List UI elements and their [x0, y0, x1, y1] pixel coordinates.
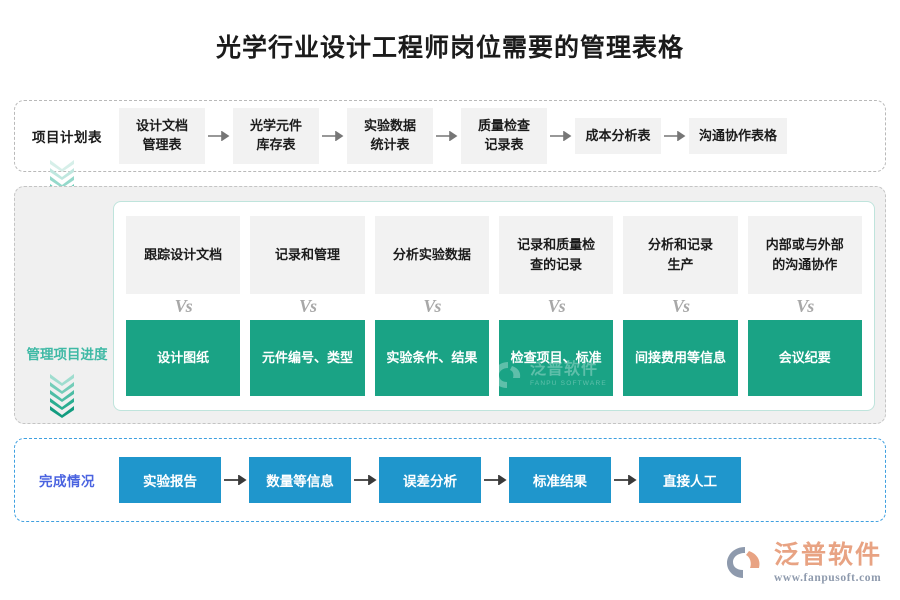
vs-divider-2: Vs	[298, 296, 317, 317]
vs-task-5[interactable]: 分析和记录 生产	[623, 216, 738, 294]
vs-task-2[interactable]: 记录和管理	[250, 216, 365, 294]
row-label-completion-status: 完成情况	[39, 474, 95, 489]
panel-manage-progress: 管理项目进度 跟踪设计文档 Vs 设计图纸 记录和管理 Vs 元件编号、类型 分…	[14, 186, 886, 424]
completion-flow: 实验报告 数量等信息 误差分析 标准结果 直接人工	[119, 457, 885, 503]
vs-output-4[interactable]: 检查项目、标准	[498, 319, 614, 396]
plan-step-2[interactable]: 光学元件 库存表	[233, 108, 319, 164]
vs-divider-4: Vs	[547, 296, 566, 317]
vs-task-3[interactable]: 分析实验数据	[374, 216, 489, 294]
vs-column-4: 记录和质量检 查的记录 Vs 检查项目、标准	[498, 216, 614, 396]
chevron-down-icon	[50, 168, 74, 180]
arrow-right-icon	[351, 475, 379, 485]
vs-divider-6: Vs	[796, 296, 814, 317]
vs-divider-1: Vs	[174, 296, 193, 317]
chevron-down-icon	[50, 176, 74, 188]
arrow-right-icon	[319, 131, 347, 141]
page-title: 光学行业设计工程师岗位需要的管理表格	[215, 34, 684, 62]
chevron-down-stack-lower	[47, 374, 77, 418]
done-step-3[interactable]: 误差分析	[379, 457, 481, 503]
row-label-project-plan: 项目计划表	[32, 130, 102, 145]
arrow-right-icon	[547, 131, 575, 141]
vs-output-1[interactable]: 设计图纸	[126, 319, 241, 396]
vs-task-4[interactable]: 记录和质量检 查的记录	[498, 216, 614, 294]
brand-logo: 泛普软件 www.fanpusoft.com	[725, 540, 882, 585]
done-step-5[interactable]: 直接人工	[639, 457, 741, 503]
chevron-down-icon	[50, 390, 74, 402]
panel-completion-status: 完成情况 实验报告 数量等信息 误差分析 标准结果 直接人工	[14, 438, 886, 522]
arrow-right-icon	[481, 475, 509, 485]
arrow-right-icon	[221, 475, 249, 485]
plan-step-5[interactable]: 成本分析表	[575, 117, 661, 155]
vs-task-6[interactable]: 内部或与外部 的沟通协作	[747, 216, 862, 294]
plan-step-3[interactable]: 实验数据 统计表	[347, 108, 433, 164]
brand-name: 泛普软件	[773, 540, 882, 569]
arrow-right-icon	[661, 131, 689, 141]
arrow-right-icon	[205, 131, 233, 141]
brand-text: 泛普软件 www.fanpusoft.com	[773, 540, 882, 585]
vs-output-5[interactable]: 间接费用等信息	[623, 319, 738, 396]
vs-column-3: 分析实验数据 Vs 实验条件、结果	[374, 216, 489, 396]
vs-output-2[interactable]: 元件编号、类型	[250, 319, 365, 396]
vs-grid: 跟踪设计文档 Vs 设计图纸 记录和管理 Vs 元件编号、类型 分析实验数据 V…	[114, 202, 874, 410]
vs-column-5: 分析和记录 生产 Vs 间接费用等信息	[623, 216, 738, 396]
row-label-manage-progress: 管理项目进度	[26, 347, 108, 362]
plan-step-4[interactable]: 质量检查 记录表	[461, 108, 547, 164]
vs-comparison-card: 跟踪设计文档 Vs 设计图纸 记录和管理 Vs 元件编号、类型 分析实验数据 V…	[113, 201, 875, 411]
vs-task-1[interactable]: 跟踪设计文档	[126, 216, 241, 294]
vs-output-3[interactable]: 实验条件、结果	[374, 319, 489, 396]
vs-column-1: 跟踪设计文档 Vs 设计图纸	[126, 216, 241, 396]
chevron-down-icon	[50, 374, 74, 386]
vs-divider-3: Vs	[423, 296, 441, 317]
done-step-2[interactable]: 数量等信息	[249, 457, 351, 503]
vs-output-6[interactable]: 会议纪要	[747, 319, 862, 396]
vs-column-6: 内部或与外部 的沟通协作 Vs 会议纪要	[747, 216, 862, 396]
chevron-down-icon	[50, 406, 74, 418]
fanpu-logo-icon	[726, 547, 760, 579]
chevron-down-icon	[50, 382, 74, 394]
panel-project-plan: 项目计划表 设计文档 管理表 光学元件 库存表 实验数据 统计表 质量检查 记录…	[14, 100, 886, 172]
plan-step-1[interactable]: 设计文档 管理表	[119, 108, 205, 164]
arrow-right-icon	[433, 131, 461, 141]
vs-column-2: 记录和管理 Vs 元件编号、类型	[250, 216, 365, 396]
chevron-down-icon	[50, 160, 74, 172]
done-step-1[interactable]: 实验报告	[119, 457, 221, 503]
brand-url: www.fanpusoft.com	[773, 571, 882, 584]
arrow-right-icon	[611, 475, 639, 485]
project-plan-flow: 设计文档 管理表 光学元件 库存表 实验数据 统计表 质量检查 记录表 成本分析…	[119, 108, 885, 164]
chevron-down-icon	[50, 398, 74, 410]
plan-step-6[interactable]: 沟通协作表格	[689, 117, 788, 155]
done-step-4[interactable]: 标准结果	[509, 457, 611, 503]
vs-divider-5: Vs	[671, 296, 690, 317]
